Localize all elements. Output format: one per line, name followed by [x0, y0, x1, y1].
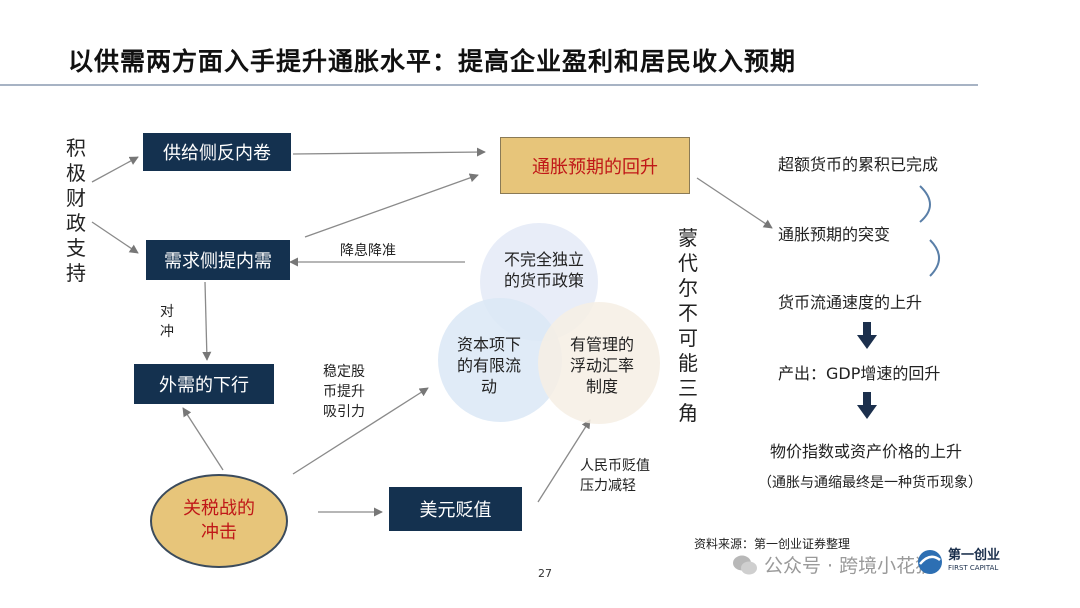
arrow-inflation-chain [696, 177, 773, 229]
demand-side-box: 需求侧提内需 [146, 240, 290, 280]
arrow-tariff-trilemma [292, 387, 429, 475]
globe-logo-icon [918, 550, 942, 574]
trilemma-right-2: 浮动汇率 [569, 355, 634, 375]
chain-step-2: 通胀预期的突变 [778, 225, 891, 244]
trilemma-top-1: 不完全独立 [503, 250, 584, 269]
arrow-supply-inflation [292, 147, 486, 157]
hedge-label: 对 冲 [160, 302, 174, 342]
watermark-text: 公众号 · 跨境小花猫 [764, 555, 935, 577]
stabilize-label-2: 币提升 [323, 384, 365, 400]
trilemma-left-1: 资本项下 [456, 334, 521, 354]
trilemma-top-2: 的货币政策 [503, 271, 584, 290]
watermark: 公众号 · 跨境小花猫 [732, 551, 934, 578]
mundell-trilemma-label: 蒙代尔不可能三角 [678, 226, 698, 425]
rmb-label-1: 人民币贬值 [580, 458, 650, 474]
rmb-pressure-label: 人民币贬值 压力减轻 [580, 456, 650, 496]
curve-arrow-1 [919, 185, 931, 223]
trilemma-left-2: 的有限流 [456, 355, 521, 375]
source-note: 资料来源：第一创业证券整理 [694, 537, 851, 551]
trilemma-top-text: 不完全独立 的货币政策 [492, 240, 596, 300]
arrow-demand-external [202, 281, 212, 361]
chain-step-3: 货币流通速度的上升 [778, 293, 923, 312]
logo-en: FIRST CAPITAL [948, 564, 999, 572]
trilemma-right-text: 有管理的 浮动汇率 制度 [558, 330, 646, 400]
page-number: 27 [538, 567, 552, 580]
chain-step-4: 产出：GDP增速的回升 [778, 364, 941, 383]
tariff-line-2: 冲击 [201, 522, 237, 543]
arrow-tariff-external [182, 407, 224, 471]
company-logo: 第一创业 FIRST CAPITAL [916, 548, 1000, 576]
hedge-label-2: 冲 [160, 324, 174, 340]
trilemma-left-3: 动 [480, 376, 497, 396]
stabilize-label-3: 吸引力 [323, 404, 365, 420]
tariff-line-1: 关税战的 [183, 498, 255, 519]
rate-cut-label: 降息降准 [340, 243, 396, 259]
arrow-demand-inflation [304, 173, 479, 238]
page-title: 以供需两方面入手提升通胀水平：提高企业盈利和居民收入预期 [68, 47, 797, 76]
rmb-label-2: 压力减轻 [580, 478, 636, 494]
title-underline [0, 84, 978, 86]
tariff-shock-ellipse: 关税战的 冲击 [150, 474, 288, 568]
arrow-usd-trilemma [537, 419, 591, 503]
wechat-icon [733, 555, 757, 574]
circle-exchange-rate [538, 302, 660, 424]
chain-step-1: 超额货币的累积已完成 [778, 155, 939, 174]
arrow-fiscal-supply [91, 156, 139, 183]
down-arrow-icon-1 [857, 322, 877, 349]
supply-side-box: 供给侧反内卷 [143, 133, 291, 171]
arrow-fiscal-demand [91, 221, 139, 254]
curve-arrow-2 [929, 239, 940, 277]
down-arrow-icon-2 [857, 392, 877, 419]
stabilize-label-1: 稳定股 [323, 364, 365, 380]
fiscal-support-label: 积极财政支持 [66, 136, 86, 285]
hedge-label-1: 对 [160, 304, 174, 320]
external-demand-box: 外需的下行 [134, 364, 274, 404]
usd-depreciation-box: 美元贬值 [389, 487, 522, 531]
trilemma-right-1: 有管理的 [569, 334, 634, 354]
stabilize-label: 稳定股 币提升 吸引力 [323, 362, 365, 422]
trilemma-left-text: 资本项下 的有限流 动 [446, 330, 532, 400]
inflation-expectation-box: 通胀预期的回升 [500, 137, 690, 194]
trilemma-right-3: 制度 [585, 376, 618, 396]
chain-step-5: 物价指数或资产价格的上升 [770, 442, 963, 461]
logo-cn: 第一创业 [948, 548, 1001, 563]
chain-note: （通胀与通缩最终是一种货币现象） [758, 475, 982, 491]
